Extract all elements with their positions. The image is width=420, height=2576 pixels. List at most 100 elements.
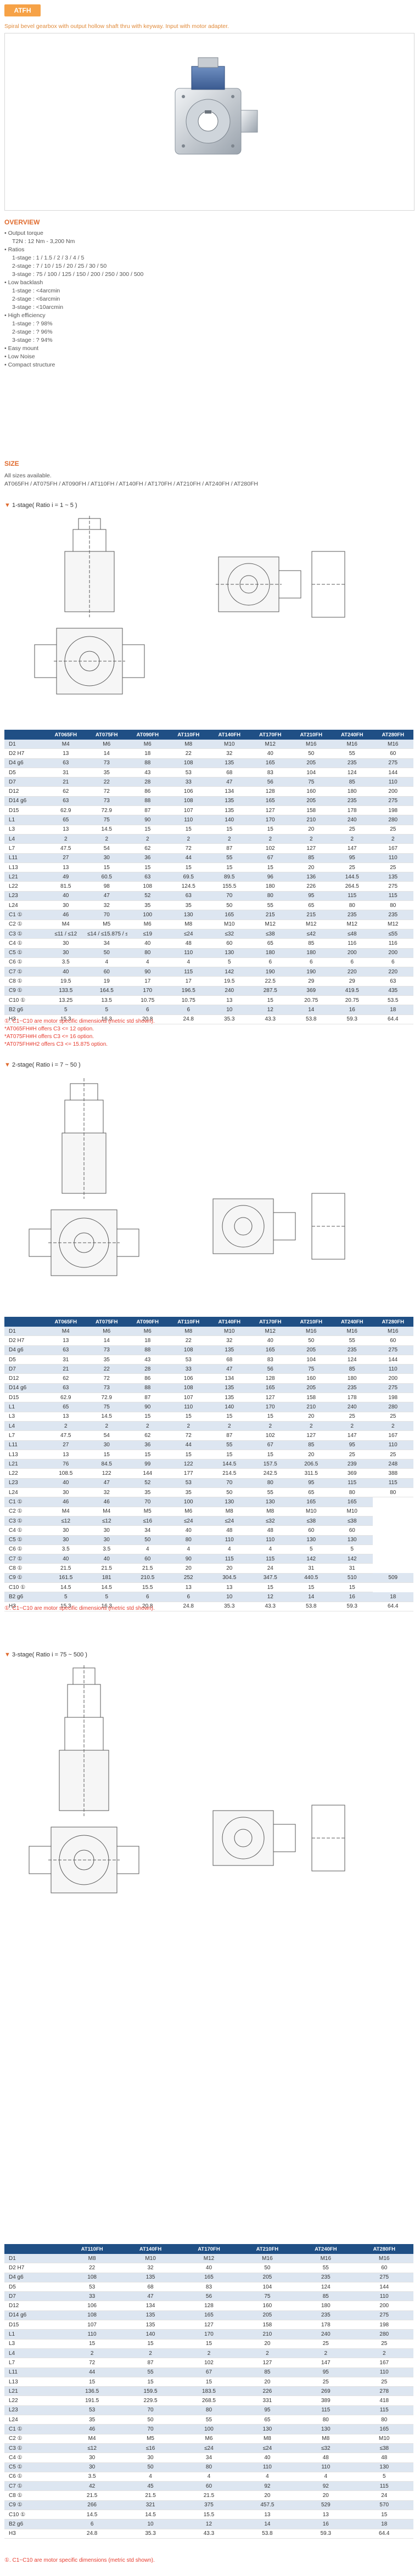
table-cell: 48	[296, 2453, 355, 2463]
row-label: C1 ①	[4, 2424, 63, 2434]
overview-item: 3-stage : <10arcmin	[12, 304, 64, 311]
overview-item: 1-stage : 1 / 1.5 / 2 / 3 / 4 / 5	[12, 255, 85, 261]
table-cell: 170	[127, 986, 168, 996]
row-label: C5 ①	[4, 2462, 63, 2472]
row-label: L22	[4, 881, 46, 892]
row-label: C9 ①	[4, 2500, 63, 2511]
table-cell: 53.8	[290, 1014, 332, 1024]
table-cell: 144	[127, 1468, 168, 1479]
table-cell: 19.5	[45, 976, 86, 987]
table-cell: 122	[168, 1459, 209, 1469]
table-cell: 124	[332, 768, 373, 778]
table-cell: M8	[250, 1507, 291, 1517]
table-cell: M4	[45, 1507, 86, 1517]
column-header: AT280FH	[372, 730, 413, 740]
table-cell: 229.5	[121, 2395, 180, 2406]
row-label: D15	[4, 2320, 63, 2330]
row-label: C5 ①	[4, 1535, 46, 1545]
table-cell: 110	[355, 2368, 413, 2377]
table-cell: 127	[290, 843, 332, 854]
stage3-title: ▼ 3-stage( Ratio i = 75 ~ 500 )	[4, 1651, 87, 1658]
footnote: *AT065FH#H offers C3 <= 12 option.	[4, 1026, 94, 1032]
table-cell: 36	[127, 1440, 168, 1450]
table-cell: 140	[209, 815, 250, 825]
table-cell: 21.5	[127, 1563, 168, 1574]
table-cell: 60	[290, 1525, 332, 1536]
table-cell: 25	[332, 1412, 373, 1422]
table-cell: 67	[180, 2368, 238, 2377]
overview-item: Ratios	[4, 246, 143, 254]
table-cell: 65	[250, 938, 291, 949]
table-cell: 15	[209, 1412, 250, 1422]
table-cell: 127	[290, 1430, 332, 1441]
table-cell: 46	[63, 2424, 121, 2434]
table-cell: 32	[209, 748, 250, 759]
table-cell: 287.5	[250, 986, 291, 996]
row-label: L22	[4, 2395, 63, 2406]
table-cell: 30	[45, 900, 86, 911]
table-cell: 275	[372, 881, 413, 892]
table-cell: 280	[372, 815, 413, 825]
table-cell: 15	[250, 1450, 291, 1460]
row-label: D4 g6	[4, 2273, 63, 2282]
stage3-technical-drawing	[29, 1665, 345, 1893]
table-cell: 45	[121, 2481, 180, 2492]
table-cell: 85	[290, 1440, 332, 1450]
table-cell: 75	[238, 2291, 297, 2302]
table-cell: 15	[250, 1582, 291, 1593]
table-cell: 164.5	[86, 986, 127, 996]
table-cell: 124	[332, 1355, 373, 1365]
table-cell: 15	[127, 1412, 168, 1422]
table-cell: 100	[127, 910, 168, 920]
column-header: AT140FH	[209, 1317, 250, 1327]
table-cell: 25	[296, 2377, 355, 2387]
table-cell: 115	[168, 967, 209, 977]
column-header: AT090FH	[127, 730, 168, 740]
table-cell: 24	[250, 1563, 291, 1574]
table-cell: 106	[168, 786, 209, 797]
row-label: D12	[4, 1373, 46, 1384]
table-cell: 21.5	[45, 1563, 86, 1574]
row-label: D5	[4, 768, 46, 778]
table-cell: 124.5	[168, 881, 209, 892]
table-cell: 31	[290, 1563, 332, 1574]
size-line-1: All sizes available.	[4, 472, 52, 479]
row-label: L24	[4, 2415, 63, 2425]
row-label: L3	[4, 2339, 63, 2349]
table-cell: 115	[355, 2481, 413, 2492]
table-cell: 18	[372, 1005, 413, 1015]
table-cell: 44	[168, 853, 209, 863]
table-cell: 14	[290, 1005, 332, 1015]
table-cell: 2	[86, 834, 127, 844]
table-cell: 75	[290, 1364, 332, 1374]
table-cell: 53.8	[290, 1602, 332, 1611]
table-cell: 144.5	[209, 1459, 250, 1469]
row-label: L7	[4, 1430, 46, 1441]
table-cell: 13.5	[86, 995, 127, 1006]
table-cell: 389	[296, 2395, 355, 2406]
table-cell: 321	[121, 2500, 180, 2511]
table-cell: M5	[127, 1507, 168, 1517]
table-cell: 252	[168, 1573, 209, 1583]
table-cell: 275	[372, 758, 413, 768]
table-cell: 12	[180, 2519, 238, 2529]
table-cell: ≤24	[168, 1516, 209, 1526]
table-cell: 48	[355, 2453, 413, 2463]
table-cell: 65	[290, 1487, 332, 1498]
table-cell: 15	[86, 1450, 127, 1460]
table-cell: 87	[209, 1430, 250, 1441]
table-cell: 22	[168, 748, 209, 759]
table-cell: 55	[209, 1440, 250, 1450]
table-cell: 34	[180, 2453, 238, 2463]
table-cell: 6	[250, 957, 291, 968]
table-cell: 190	[250, 967, 291, 977]
table-cell: 2	[238, 2348, 297, 2359]
row-label: D2 H7	[4, 2263, 63, 2273]
